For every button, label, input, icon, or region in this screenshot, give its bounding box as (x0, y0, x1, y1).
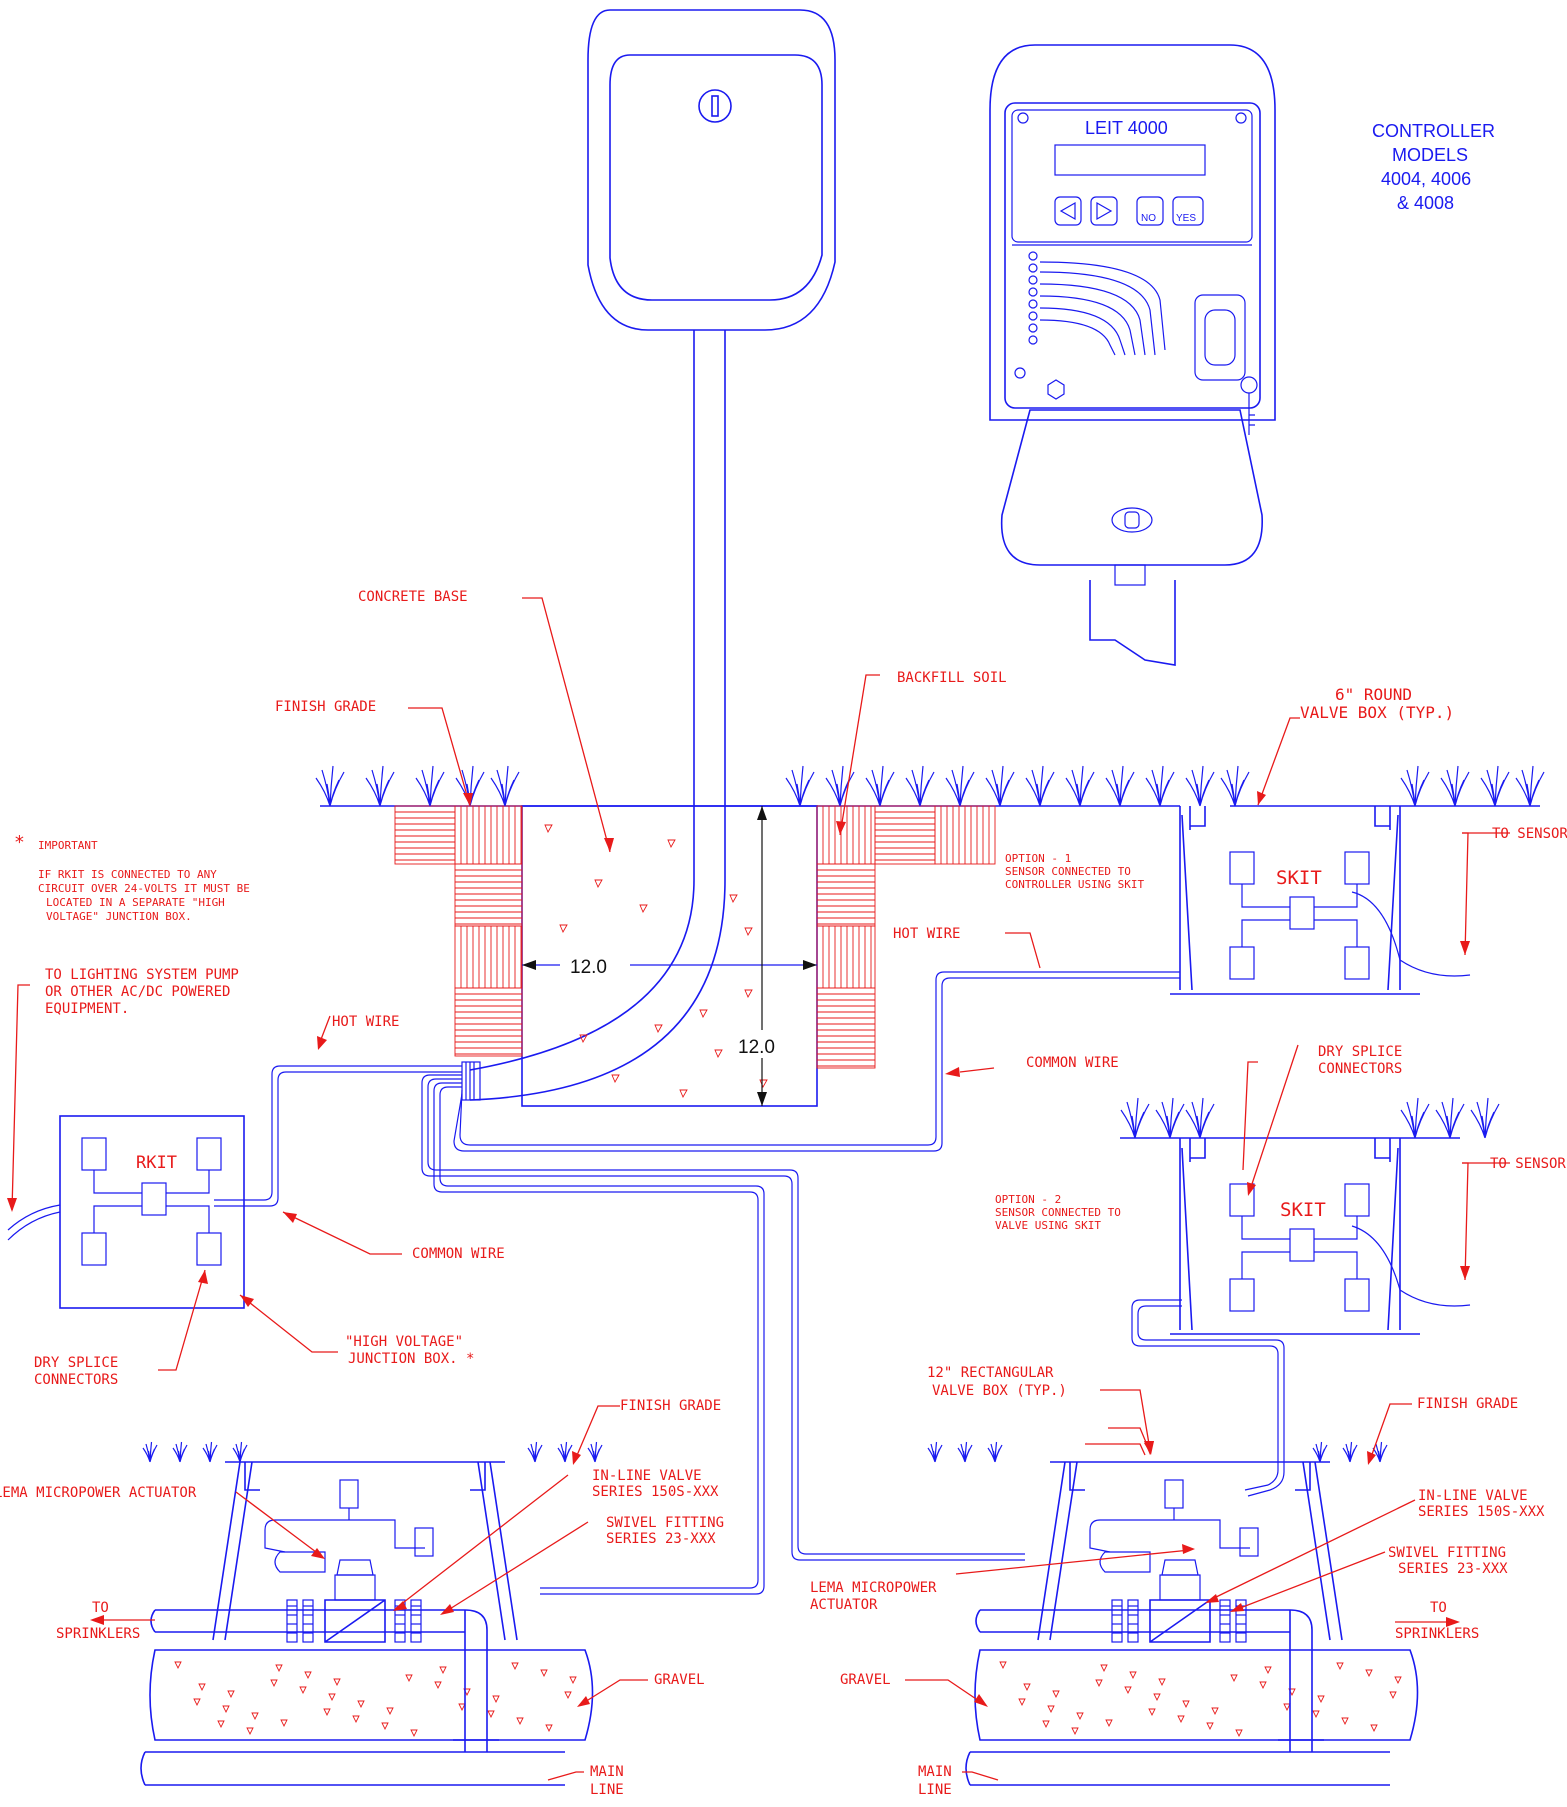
to-lighting-3: EQUIPMENT. (45, 1001, 129, 1017)
left-arrow-button (1054, 196, 1082, 226)
option1-1: OPTION - 1 (1005, 852, 1071, 865)
inline-valve-right-2: SERIES 150S-XXX (1418, 1504, 1545, 1520)
hv-box-1: "HIGH VOLTAGE" (345, 1334, 463, 1350)
important-line-2: CIRCUIT OVER 24-VOLTS IT MUST BE (38, 882, 250, 895)
rect-box-2: VALVE BOX (TYP.) (932, 1383, 1067, 1399)
important-line-3: LOCATED IN A SEPARATE "HIGH (46, 896, 225, 909)
swivel-right-2: SERIES 23-XXX (1398, 1561, 1508, 1577)
models-line-3: 4004, 4006 (1381, 169, 1471, 189)
lema-left: LEMA MICROPOWER ACTUATOR (0, 1485, 197, 1501)
label-backfill-soil: BACKFILL SOIL (897, 670, 1007, 686)
controller-title: LEIT 4000 (1085, 118, 1168, 138)
option2-2: SENSOR CONNECTED TO (995, 1206, 1121, 1219)
models-line-4: & 4008 (1397, 193, 1454, 213)
dim-width: 12.0 (570, 957, 607, 978)
main-line-right-2: LINE (918, 1782, 952, 1798)
to-sprinklers-left-1: TO (92, 1600, 109, 1616)
main-line-right-1: MAIN (918, 1764, 952, 1780)
skit-box-option-2: SKIT (1120, 1137, 1471, 1335)
hv-box-2: JUNCTION BOX. * (348, 1351, 474, 1367)
option2-1: OPTION - 2 (995, 1193, 1061, 1206)
label-hot-wire-left: HOT WIRE (332, 1014, 399, 1030)
yes-button (1172, 196, 1204, 226)
to-lighting-1: TO LIGHTING SYSTEM PUMP (45, 967, 239, 983)
no-button (1136, 196, 1164, 226)
models-line-1: CONTROLLER (1372, 121, 1495, 141)
label-common-wire-right: COMMON WIRE (1026, 1055, 1119, 1071)
important-star: * (14, 832, 25, 853)
gravel-left: GRAVEL (654, 1672, 705, 1688)
option1-2: SENSOR CONNECTED TO (1005, 865, 1131, 878)
inline-valve-right-1: IN-LINE VALVE (1418, 1488, 1528, 1504)
svg-text:NO: NO (1141, 213, 1156, 224)
to-sensor-2: TO SENSOR (1490, 1156, 1566, 1172)
valve-box-left (140, 1461, 594, 1786)
skit-box-option-1: SKIT (1170, 806, 1471, 995)
right-arrow-button (1090, 196, 1118, 226)
models-line-2: MODELS (1392, 145, 1468, 165)
main-line-left-1: MAIN (590, 1764, 624, 1780)
label-concrete-base: CONCRETE BASE (358, 589, 468, 605)
rkit-junction-box: RKIT (7, 1115, 245, 1309)
label-hot-wire-right: HOT WIRE (893, 926, 960, 942)
label-common-wire-left: COMMON WIRE (412, 1246, 505, 1262)
label-finish-grade-top: FINISH GRADE (275, 699, 376, 715)
to-sprinklers-right-1: TO (1430, 1600, 1447, 1616)
valve-box-right (965, 1461, 1419, 1786)
skit-label-1: SKIT (1276, 867, 1322, 889)
dim-height: 12.0 (738, 1037, 775, 1058)
to-lighting-2: OR OTHER AC/DC POWERED (45, 984, 230, 1000)
label-round-box-1: 6" ROUND (1335, 685, 1412, 704)
swivel-left-1: SWIVEL FITTING (606, 1515, 724, 1531)
rect-box-1: 12" RECTANGULAR (927, 1365, 1054, 1381)
skit-label-2: SKIT (1280, 1199, 1326, 1221)
wall-controller: LEIT 4000 NO YES CONTROLLER MODELS 4004, (989, 44, 1495, 666)
pedestal-enclosure (469, 9, 836, 1101)
svg-text:YES: YES (1176, 213, 1196, 224)
dry-splice-left-1: DRY SPLICE (34, 1355, 118, 1371)
dry-splice-right-2: CONNECTORS (1318, 1061, 1402, 1077)
lema-right-2: ACTUATOR (810, 1597, 878, 1613)
rkit-label: RKIT (136, 1153, 177, 1173)
lema-right-1: LEMA MICROPOWER (810, 1580, 937, 1596)
swivel-right-1: SWIVEL FITTING (1388, 1545, 1506, 1561)
main-line-left-2: LINE (590, 1782, 624, 1798)
label-important: IMPORTANT (38, 839, 98, 852)
finish-grade-right: FINISH GRADE (1417, 1396, 1518, 1412)
label-round-box-2: VALVE BOX (TYP.) (1300, 703, 1454, 722)
dry-splice-right-1: DRY SPLICE (1318, 1044, 1402, 1060)
finish-grade-left: FINISH GRADE (620, 1398, 721, 1414)
to-sprinklers-left-2: SPRINKLERS (56, 1626, 140, 1642)
leader-lines (7, 597, 1510, 1781)
important-line-4: VOLTAGE" JUNCTION BOX. (46, 910, 192, 923)
swivel-left-2: SERIES 23-XXX (606, 1531, 716, 1547)
important-line-1: IF RKIT IS CONNECTED TO ANY (38, 868, 217, 881)
inline-valve-left-1: IN-LINE VALVE (592, 1468, 702, 1484)
concrete-base-section: 12.0 12.0 (320, 805, 1540, 1107)
dry-splice-left-2: CONNECTORS (34, 1372, 118, 1388)
option1-3: CONTROLLER USING SKIT (1005, 878, 1144, 891)
annotations: CONCRETE BASE FINISH GRADE BACKFILL SOIL… (0, 589, 1567, 1798)
wire-runs (214, 971, 1285, 1595)
inline-valve-left-2: SERIES 150S-XXX (592, 1484, 719, 1500)
to-sensor-1: TO SENSOR (1492, 826, 1567, 842)
gravel-right: GRAVEL (840, 1672, 891, 1688)
to-sprinklers-right-2: SPRINKLERS (1395, 1626, 1479, 1642)
option2-3: VALVE USING SKIT (995, 1219, 1101, 1232)
